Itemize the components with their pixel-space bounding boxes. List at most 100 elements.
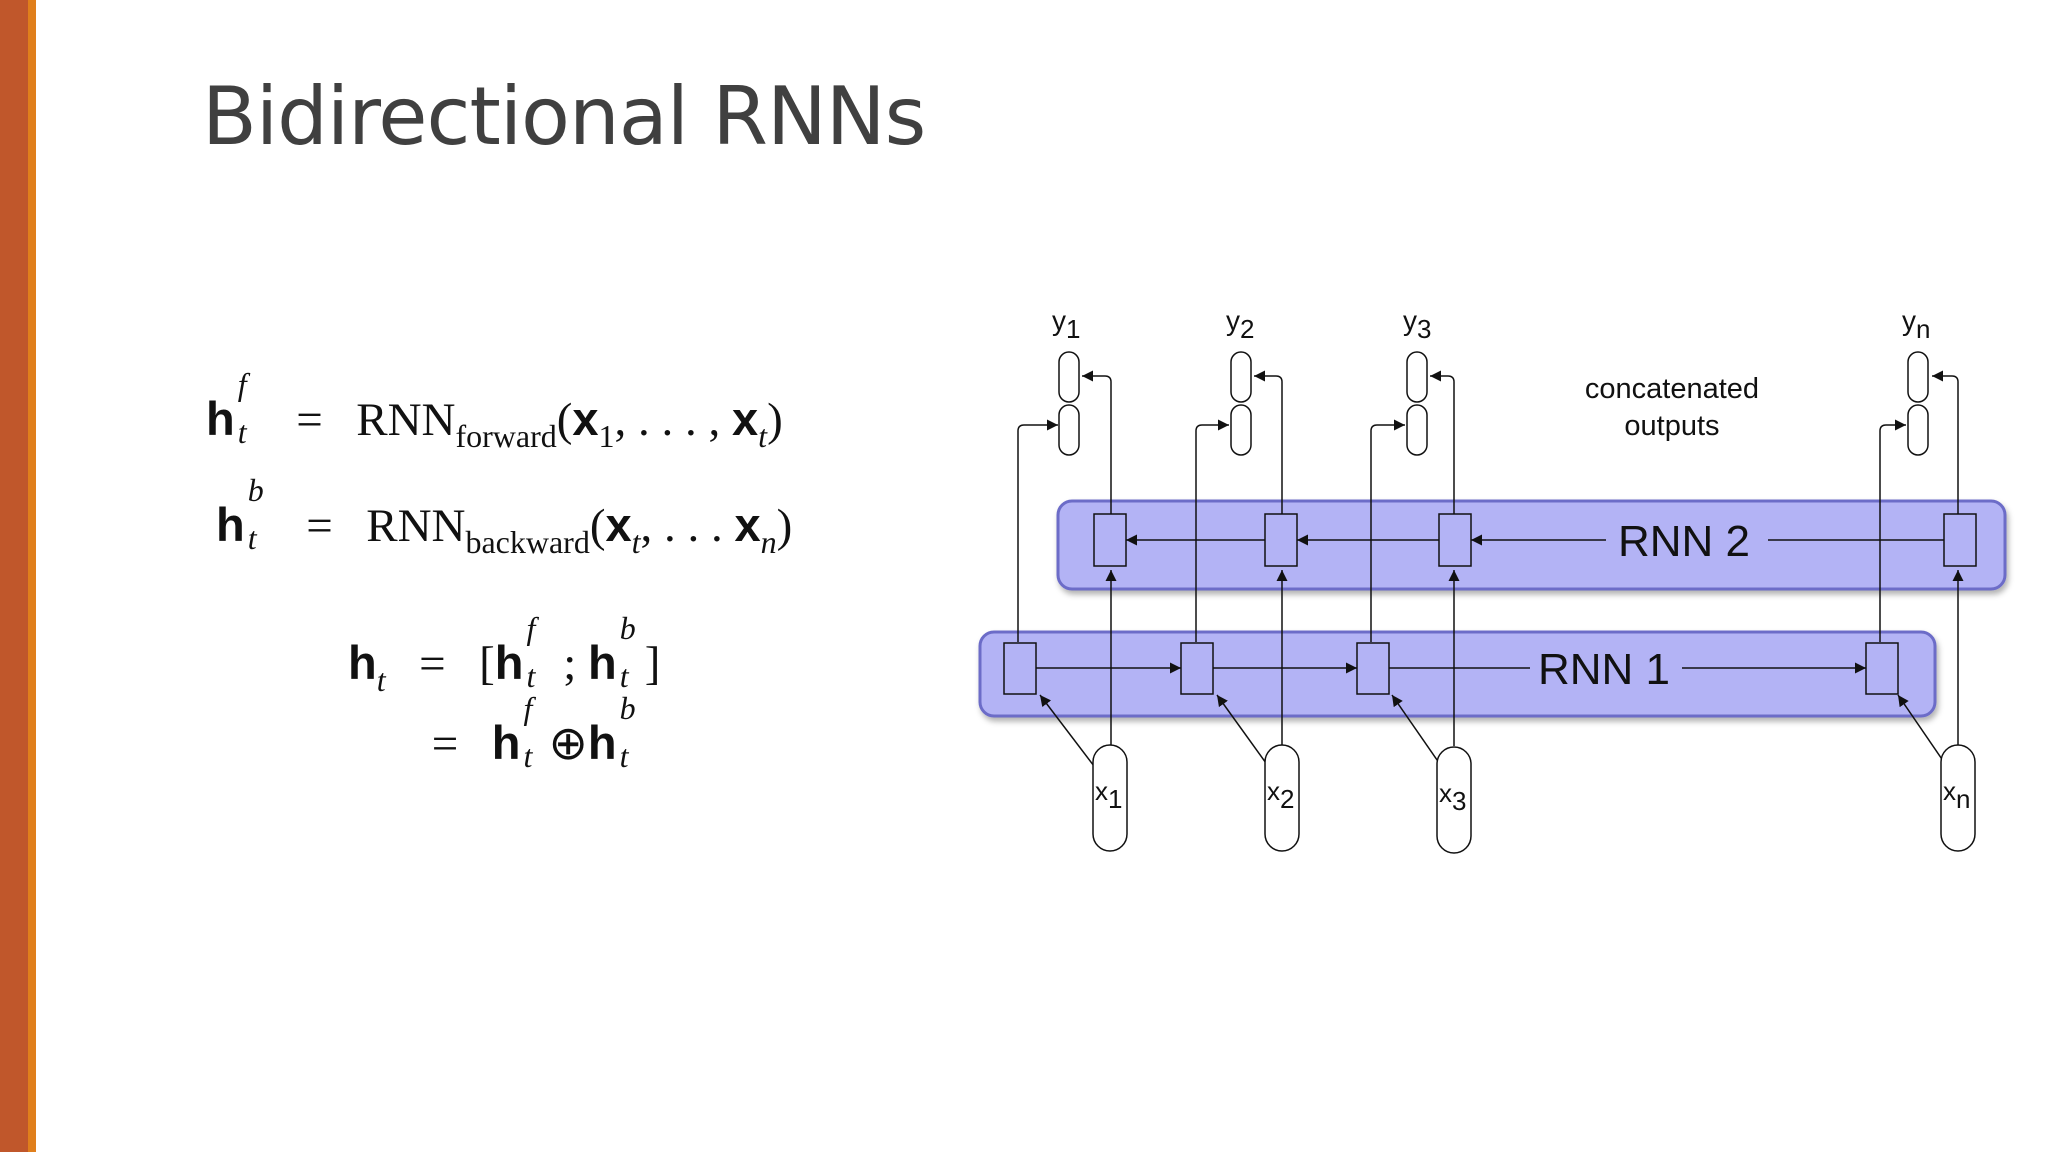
eq-backward-xn: x	[734, 498, 761, 551]
eq-forward-paren-close: )	[767, 394, 783, 446]
eq-forward-equals: =	[296, 394, 323, 446]
input-3-capsule	[1436, 746, 1472, 854]
rnn2-cell-1	[1093, 513, 1127, 567]
concat-label-line1: concatenated	[1585, 373, 1759, 405]
eq-forward-xt: x	[732, 392, 759, 445]
rnn2-cell-3	[1438, 513, 1472, 567]
output-1-lower	[1058, 404, 1080, 456]
slide-title: Bidirectional RNNs	[202, 70, 926, 163]
eq-backward-xt: x	[605, 498, 632, 551]
eq-forward-paren-open: (	[556, 394, 573, 446]
accent-bar-dark	[0, 0, 28, 1152]
output-3-lower	[1406, 404, 1428, 456]
slide-accent-bar	[0, 0, 36, 1152]
input-1-label: x1	[1095, 776, 1122, 814]
eq-concat-equals: =	[419, 638, 446, 690]
output-1-label: y1	[1052, 305, 1080, 344]
eq-forward-xt-sub: t	[758, 418, 768, 454]
eq-backward-xt-sub: t	[631, 524, 641, 560]
x1-to-rnn1-arrow	[1039, 694, 1098, 771]
input-1-capsule	[1092, 744, 1128, 852]
eq-backward-lhs: h	[216, 498, 245, 551]
rnn1-cell-3	[1356, 642, 1390, 695]
eq-forward-sub: t	[237, 414, 247, 450]
eq-concat-lhs-sub: t	[376, 662, 386, 698]
rnn1-out-3-arrow	[1370, 419, 1405, 642]
rnn2-label-bg	[1608, 512, 1766, 564]
output-2-lower	[1230, 404, 1252, 456]
rnn1-cell-1	[1003, 642, 1037, 695]
eq-forward-lhs: h	[206, 392, 235, 445]
eq-oplus-equals: =	[431, 718, 459, 770]
rnn2-label: RNN 2	[1618, 517, 1750, 566]
x2-to-rnn1-arrow	[1216, 694, 1272, 771]
output-2-upper	[1230, 351, 1252, 403]
eq-backward-paren-open: (	[589, 500, 606, 552]
eq-forward-fn-sub: forward	[455, 418, 557, 454]
rnn2-out-n-arrow	[1932, 370, 1959, 514]
output-n-upper	[1907, 351, 1929, 403]
rnn2-cell-n	[1943, 513, 1977, 567]
eq-concat-hf: h	[494, 636, 524, 689]
eq-forward-fn: RNN	[356, 394, 456, 446]
output-n-label: yn	[1902, 305, 1930, 344]
output-2-label: y2	[1226, 305, 1254, 344]
x3-to-rnn1-arrow	[1391, 694, 1445, 771]
eq-oplus-hf-sub: t	[523, 738, 533, 774]
eq-backward-paren-close: )	[776, 500, 793, 552]
eq-concat-bracket-open: [	[479, 638, 495, 690]
eq-concat-bracket-close: ]	[644, 638, 661, 690]
eq-concat-hf-sub: t	[526, 658, 536, 694]
rnn1-out-1-arrow	[1017, 419, 1058, 642]
input-2-capsule	[1264, 744, 1300, 852]
rnn1-cell-n	[1865, 642, 1899, 695]
rnn2-out-2-arrow	[1254, 370, 1283, 514]
rnn2-out-1-arrow	[1082, 370, 1112, 514]
eq-concat-hf-sup: f	[526, 610, 536, 646]
eq-backward-equals: =	[306, 500, 333, 552]
eq-backward-sub: t	[247, 520, 257, 556]
eq-backward-ellipsis: , . . .	[640, 500, 735, 552]
eq-backward-fn-sub: backward	[465, 524, 590, 560]
output-1-upper	[1058, 351, 1080, 403]
rnn1-out-2-arrow	[1195, 419, 1229, 642]
eq-oplus-hf: h	[491, 716, 521, 769]
rnn1-band	[978, 630, 1937, 718]
eq-forward-sup: f	[237, 366, 247, 402]
eq-backward-xn-sub: n	[760, 524, 777, 560]
eq-oplus-operator: ⊕	[548, 718, 588, 770]
eq-forward-x1-sub: 1	[598, 418, 615, 454]
input-n-label: xn	[1943, 776, 1970, 814]
input-3-label: x3	[1439, 778, 1466, 816]
output-3-upper	[1406, 351, 1428, 403]
rnn2-out-3-arrow	[1430, 370, 1455, 514]
rnn1-label: RNN 1	[1538, 645, 1670, 694]
concat-label-line2: outputs	[1624, 410, 1719, 442]
accent-bar-light	[28, 0, 36, 1152]
eq-backward-sup: b	[247, 472, 264, 508]
eq-backward-fn: RNN	[366, 500, 466, 552]
rnn1-label-bg	[1532, 640, 1680, 690]
eq-concat-lhs: h	[348, 636, 377, 689]
eq-concat-hb: h	[588, 636, 617, 689]
output-n-lower	[1907, 404, 1929, 456]
rnn2-cell-2	[1264, 513, 1298, 567]
input-n-capsule	[1940, 744, 1976, 852]
eq-oplus-hb-sub: t	[619, 738, 629, 774]
eq-oplus-hf-sup: f	[523, 690, 533, 726]
eq-forward-ellipsis: , . . . ,	[614, 394, 733, 446]
eq-oplus-hb-sup: b	[619, 690, 636, 726]
eq-concat-hb-sup: b	[619, 610, 636, 646]
eq-concat-separator: ;	[551, 638, 589, 690]
input-2-label: x2	[1267, 776, 1294, 814]
eq-forward-x1: x	[572, 392, 599, 445]
output-3-label: y3	[1403, 305, 1431, 344]
rnn1-cell-2	[1180, 642, 1214, 695]
rnn2-band	[1056, 499, 2007, 591]
eq-concat-hb-sub: t	[619, 658, 629, 694]
